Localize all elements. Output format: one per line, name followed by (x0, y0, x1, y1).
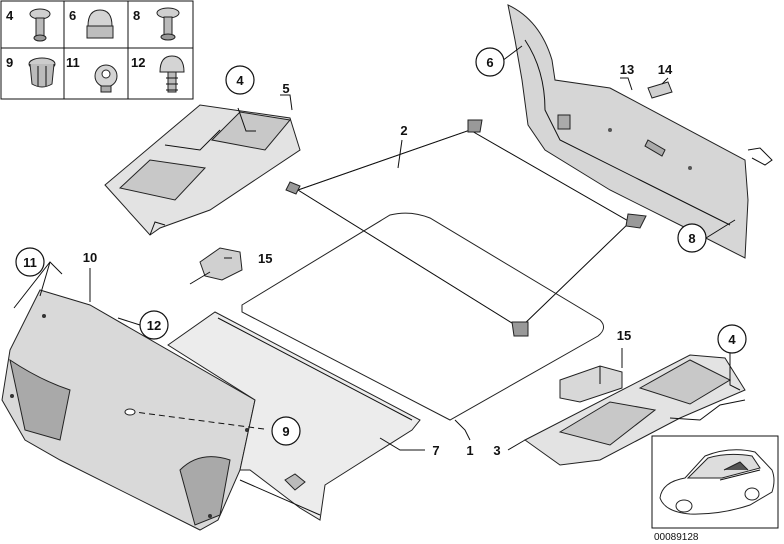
part-15-holder-upper (189, 247, 243, 285)
callout-7: 7 (432, 443, 439, 458)
fastener-12-number: 12 (131, 55, 145, 70)
fastener-6-number: 6 (69, 8, 76, 23)
svg-text:10: 10 (83, 250, 97, 265)
fastener-9-number: 9 (6, 55, 13, 70)
callout-14: 14 (658, 62, 673, 77)
callout-5: 5 (282, 81, 289, 96)
fastener-8-number: 8 (133, 8, 140, 23)
callout-15-lower: 15 (617, 328, 631, 343)
fastener-box: 4 6 8 9 11 12 (0, 0, 194, 100)
part-14-clip (647, 81, 673, 99)
svg-text:9: 9 (282, 424, 289, 439)
leader-lines (13, 45, 741, 451)
callout-1: 1 (466, 443, 473, 458)
fastener-8: 8 (133, 7, 180, 41)
svg-text:8: 8 (688, 231, 695, 246)
callout-4-lower: 4 (717, 324, 747, 354)
callout-3: 3 (493, 443, 500, 458)
callout-13: 13 (620, 62, 634, 77)
svg-text:7: 7 (432, 443, 439, 458)
part-15-holder-lower (559, 365, 623, 403)
svg-text:1: 1 (466, 443, 473, 458)
part-5-side-tray-left (104, 104, 301, 236)
svg-text:11: 11 (23, 255, 37, 270)
svg-text:12: 12 (147, 318, 161, 333)
part-13-tailgate-trim (507, 4, 773, 259)
svg-text:14: 14 (658, 62, 673, 77)
svg-text:13: 13 (620, 62, 634, 77)
callout-12: 12 (139, 310, 169, 340)
svg-text:2: 2 (400, 123, 407, 138)
callout-4-upper: 4 (225, 65, 255, 95)
callout-10: 10 (83, 250, 97, 265)
svg-text:3: 3 (493, 443, 500, 458)
callout-2: 2 (400, 123, 407, 138)
fastener-11-number: 11 (66, 55, 80, 70)
part-7-sill-cover (167, 311, 421, 521)
callout-15-upper: 15 (258, 251, 272, 266)
callout-8: 8 (677, 223, 707, 253)
callouts: 4 5 6 13 14 2 8 15 11 10 (15, 47, 747, 458)
fastener-11: 11 (66, 55, 118, 93)
callout-11: 11 (15, 247, 45, 277)
fastener-4: 4 (6, 8, 51, 42)
callout-6: 6 (475, 47, 505, 77)
fastener-4-number: 4 (6, 8, 14, 23)
svg-text:6: 6 (486, 55, 493, 70)
svg-text:4: 4 (728, 332, 736, 347)
vehicle-inset (651, 435, 779, 529)
part-2-luggage-net (285, 119, 647, 337)
svg-text:15: 15 (617, 328, 631, 343)
fastener-12: 12 (131, 55, 185, 93)
document-number: 00089128 (654, 532, 699, 543)
part-3-side-tray-right (524, 354, 746, 466)
part-10-side-panel (1, 289, 256, 531)
fastener-9: 9 (6, 55, 56, 88)
callout-9: 9 (271, 416, 301, 446)
part-1-floor-mat (241, 212, 604, 421)
svg-text:4: 4 (236, 73, 244, 88)
svg-text:15: 15 (258, 251, 272, 266)
svg-text:5: 5 (282, 81, 289, 96)
fastener-6: 6 (69, 8, 114, 39)
